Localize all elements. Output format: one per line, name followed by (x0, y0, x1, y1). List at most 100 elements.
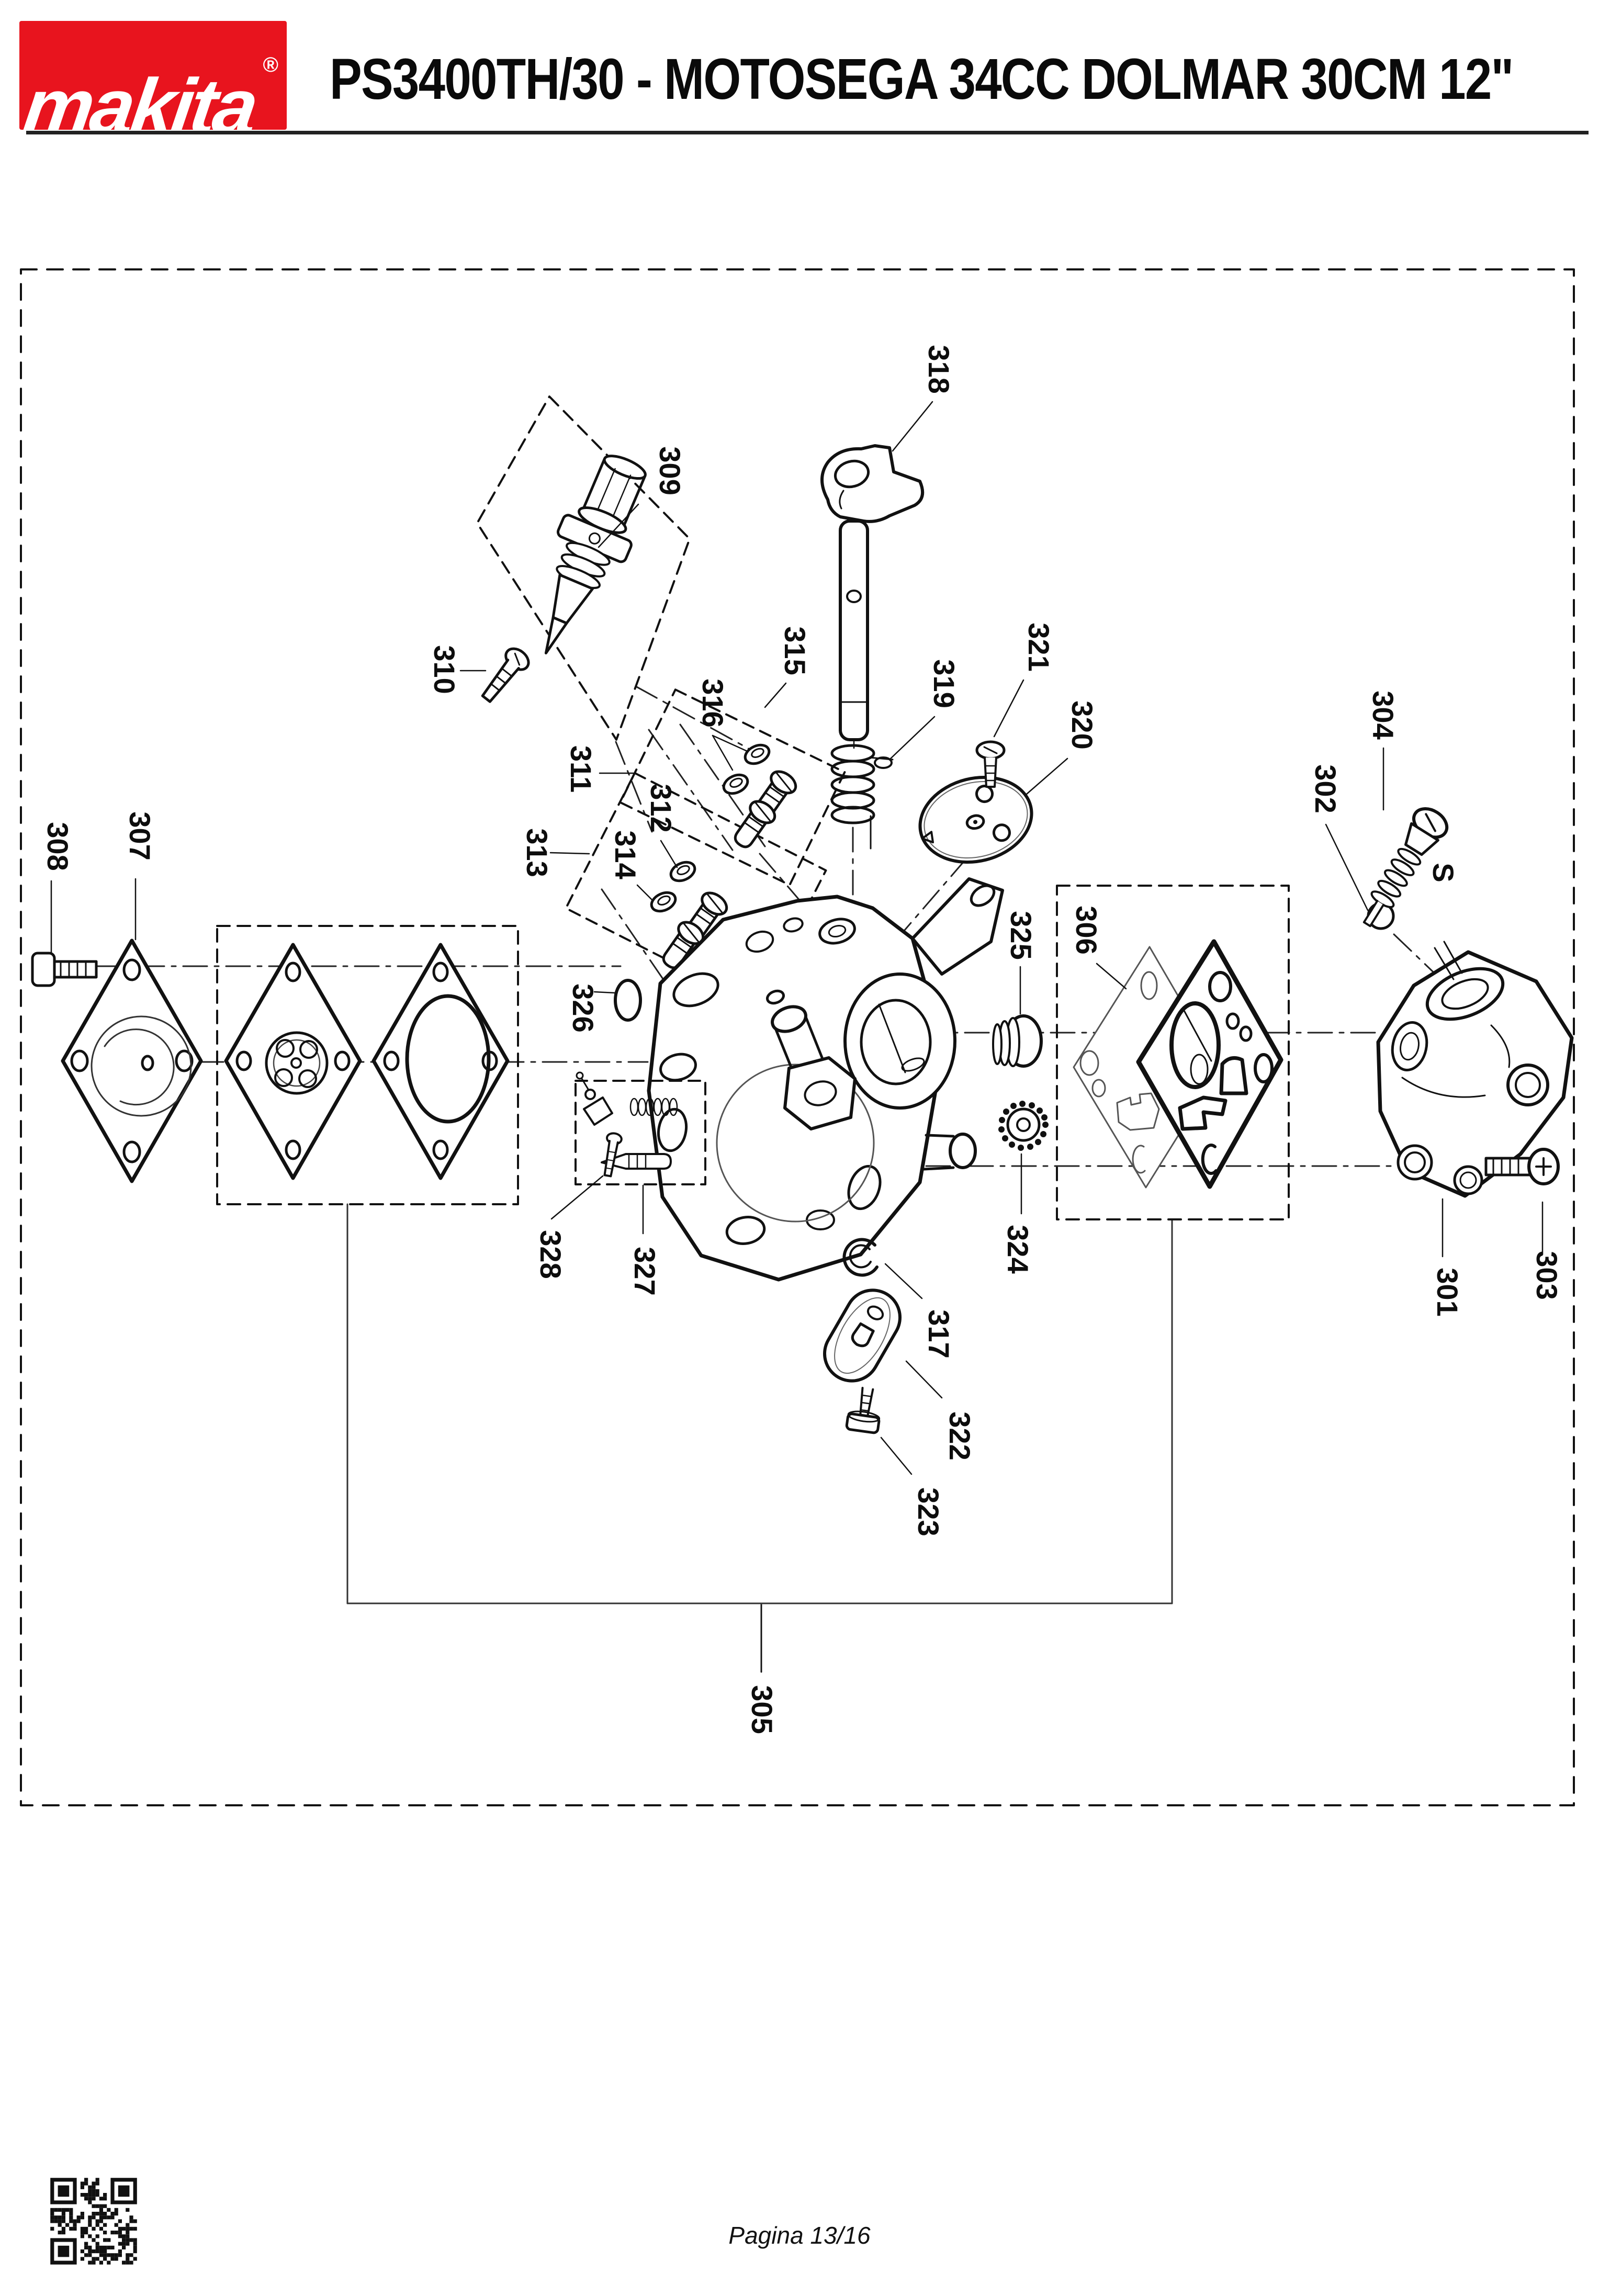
qr-module (61, 2215, 65, 2220)
qr-module (99, 2245, 103, 2249)
part-304-idle-screw (1362, 807, 1449, 928)
qr-module (118, 2231, 122, 2235)
qr-module (95, 2242, 99, 2246)
part-label-326: 326 (567, 983, 600, 1032)
qr-module (88, 2189, 92, 2193)
qr-module (92, 2193, 96, 2197)
qr-module (118, 2242, 122, 2246)
qr-module (80, 2249, 84, 2254)
qr-module (118, 2253, 122, 2257)
qr-module (61, 2219, 65, 2223)
qr-module (88, 2234, 92, 2238)
qr-module (92, 2204, 96, 2208)
qr-module (58, 2215, 62, 2220)
leader-line (880, 1437, 913, 1475)
part-label-323: 323 (912, 1487, 945, 1536)
qr-module (84, 2242, 88, 2246)
qr-module (73, 2223, 77, 2227)
header-divider (26, 131, 1589, 134)
qr-module (95, 2249, 99, 2254)
qr-module (88, 2215, 92, 2220)
qr-module (92, 2260, 96, 2265)
qr-module (103, 2245, 107, 2249)
qr-module (126, 2257, 130, 2261)
part-323-screw (845, 1387, 881, 1434)
group-306-pump-kit (1056, 885, 1290, 1220)
qr-module (107, 2253, 111, 2257)
part-label-327: 327 (628, 1247, 661, 1295)
qr-module (133, 2226, 137, 2231)
qr-module (80, 2215, 84, 2220)
qr-module (54, 2215, 58, 2220)
qr-module (92, 2249, 96, 2254)
qr-module (99, 2208, 103, 2212)
part-pump-diaphragm (1136, 939, 1283, 1189)
qr-module (99, 2253, 103, 2257)
qr-module (126, 2242, 130, 2246)
group-327-inlet-needle (575, 1071, 706, 1185)
qr-module (99, 2197, 103, 2201)
qr-module (80, 2231, 84, 2235)
qr-module (80, 2212, 84, 2216)
qr-module (84, 2226, 88, 2231)
qr-module (92, 2226, 96, 2231)
part-label-303: 303 (1530, 1251, 1563, 1299)
part-number-labels: 301302303304S305306307308309310311312313… (41, 345, 1563, 1734)
qr-module (88, 2197, 92, 2201)
qr-module (99, 2249, 103, 2254)
qr-module (84, 2181, 88, 2186)
qr-module (95, 2257, 99, 2261)
qr-module (50, 2215, 54, 2220)
qr-module (80, 2185, 84, 2189)
part-label-305: 305 (746, 1685, 779, 1734)
qr-module (88, 2260, 92, 2265)
qr-module (126, 2208, 130, 2212)
registered-trademark-icon: ® (263, 53, 278, 76)
group-jet-box-315-316 (619, 688, 846, 886)
qr-module (118, 2185, 130, 2197)
part-label-301: 301 (1431, 1268, 1464, 1316)
qr-module (95, 2234, 99, 2238)
qr-module (76, 2215, 81, 2220)
qr-module (84, 2178, 88, 2182)
qr-module (103, 2215, 107, 2220)
leader-line (598, 503, 639, 548)
qr-module (122, 2238, 126, 2242)
part-label-304: 304 (1367, 691, 1400, 739)
qr-module (133, 2249, 137, 2254)
qr-module (58, 2208, 62, 2212)
qr-module (73, 2219, 77, 2223)
part-324-adjust-wheel (998, 1101, 1049, 1151)
part-325-cap (992, 1014, 1043, 1068)
qr-module (110, 2257, 115, 2261)
part-label-314: 314 (609, 830, 642, 879)
part-321-screw (975, 740, 1006, 788)
part-label-312: 312 (645, 784, 678, 832)
qr-module (129, 2253, 133, 2257)
qr-module (95, 2223, 99, 2227)
leader-line (1026, 757, 1068, 795)
qr-module (84, 2197, 88, 2201)
leader-line (888, 716, 936, 761)
part-303-screw (1484, 1148, 1560, 1185)
part-307-pump-cover (61, 938, 203, 1183)
part-label-307: 307 (123, 811, 156, 860)
leader-line (712, 734, 748, 752)
part-319-spring (830, 739, 894, 850)
qr-module (50, 2208, 54, 2212)
qr-module (69, 2212, 73, 2216)
qr-module (118, 2234, 122, 2238)
qr-module (126, 2260, 130, 2265)
qr-module (95, 2178, 99, 2182)
leader-line (764, 682, 787, 708)
qr-module (103, 2238, 107, 2242)
qr-module (61, 2231, 65, 2235)
page-number: Pagina 13/16 (728, 2222, 871, 2249)
part-label-324: 324 (1001, 1225, 1034, 1273)
qr-module (103, 2249, 107, 2254)
qr-module (103, 2257, 107, 2261)
qr-module (103, 2231, 107, 2235)
qr-module (58, 2245, 70, 2257)
qr-module (126, 2253, 130, 2257)
